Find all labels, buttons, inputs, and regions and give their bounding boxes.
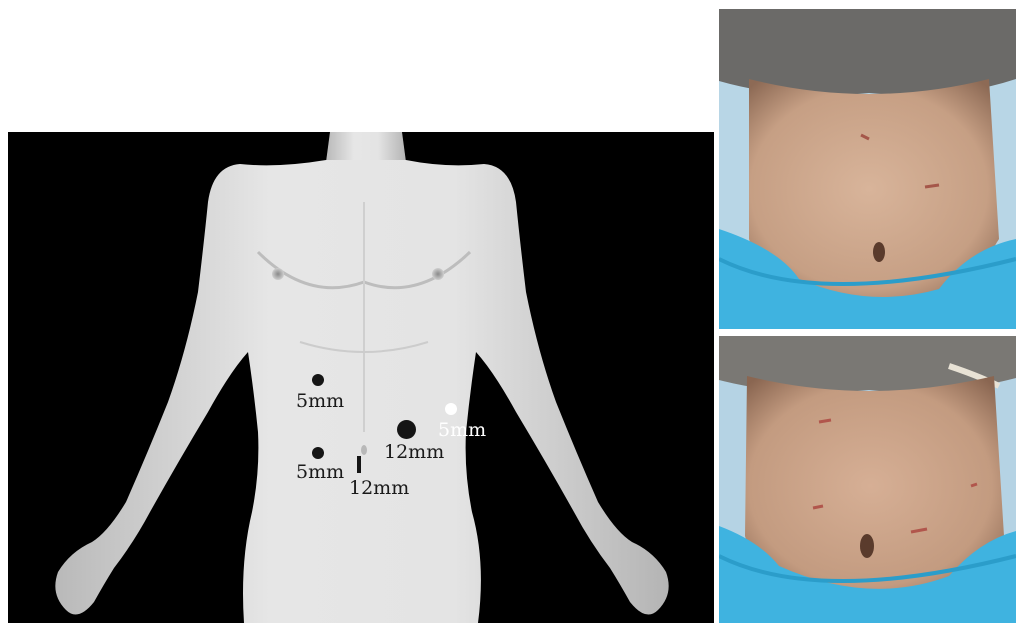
torso-figure bbox=[8, 132, 714, 623]
port-label-upper-left: 5mm bbox=[296, 392, 344, 411]
umbilical-incision-mark bbox=[357, 456, 361, 473]
nipple-right bbox=[432, 268, 444, 280]
nipple-left bbox=[272, 268, 284, 280]
port-marker-large bbox=[397, 420, 416, 439]
body-silhouette bbox=[55, 160, 668, 623]
port-label-large: 12mm bbox=[384, 443, 444, 462]
port-marker-white bbox=[445, 403, 457, 415]
port-label-umbilical: 12mm bbox=[349, 479, 409, 498]
port-label-white: 5mm bbox=[438, 421, 486, 440]
port-marker-upper-left bbox=[312, 374, 324, 386]
photo-later-image bbox=[719, 336, 1016, 623]
torso-diagram-panel: 5mm 5mm 12mm 5mm 12mm bbox=[8, 132, 714, 623]
navel bbox=[361, 445, 367, 455]
port-marker-lower-left bbox=[312, 447, 324, 459]
photo-early-image bbox=[719, 9, 1016, 329]
port-label-lower-left: 5mm bbox=[296, 463, 344, 482]
postop-photo-later bbox=[719, 336, 1016, 623]
postop-photo-early bbox=[719, 9, 1016, 329]
